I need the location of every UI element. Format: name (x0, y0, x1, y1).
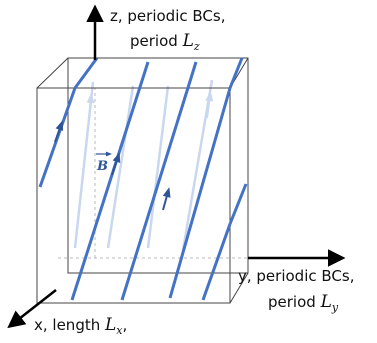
field-label: B (96, 159, 108, 174)
z-axis-label: z, periodic BCs, (110, 7, 225, 25)
field-line (168, 87, 232, 299)
hidden-axes (58, 88, 248, 259)
axes (7, 4, 346, 329)
x-axis (7, 289, 57, 329)
field-line (228, 183, 248, 225)
z-axis-period: period Lz (130, 31, 200, 53)
field-line (70, 61, 150, 301)
field-line-back (181, 79, 214, 251)
y-axis-label: y, periodic BCs, (238, 267, 354, 285)
field-lines-front (38, 57, 248, 301)
field-arrows-back (86, 91, 214, 121)
box-front-face (36, 87, 231, 304)
field-line-back (146, 85, 170, 249)
field-label-group: B (96, 151, 112, 174)
y-axis-period: period Ly (268, 292, 339, 314)
field-line-back (106, 85, 135, 249)
field-line (120, 61, 198, 301)
field-line (228, 57, 244, 89)
box-back-face (67, 57, 249, 274)
x-axis-label: x, length Lx, (34, 315, 127, 337)
field-arrows-front (54, 120, 171, 211)
field-line (73, 57, 99, 89)
field-line (201, 223, 232, 301)
